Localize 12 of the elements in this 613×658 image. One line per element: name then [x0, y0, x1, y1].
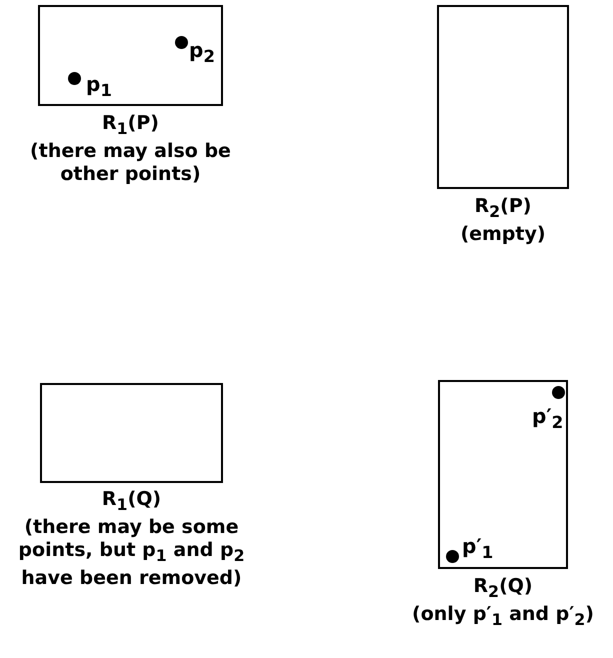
point-label: p$_{2}$ — [189, 38, 215, 66]
region-label: R$_{2}$(Q) — [472, 575, 534, 603]
region-label: R$_{1}$(Q) — [100, 488, 162, 516]
point-label: p$_{1}$ — [86, 72, 112, 100]
region-label: R$_{1}$(P) — [101, 112, 160, 140]
point-label: p′$_{2}$ — [532, 404, 564, 432]
region-note: (empty) — [459, 223, 547, 246]
region-note: (there may also be other points) — [29, 140, 232, 186]
region-note: (only p′$_{1}$ and p′$_{2}$) — [411, 603, 595, 631]
region-label: R$_{2}$(P) — [474, 195, 532, 223]
point-label: p′$_{1}$ — [462, 534, 494, 562]
region-note: (there may be some points, but p$_{1}$ and p$_{2}$ have been removed) — [17, 516, 246, 590]
